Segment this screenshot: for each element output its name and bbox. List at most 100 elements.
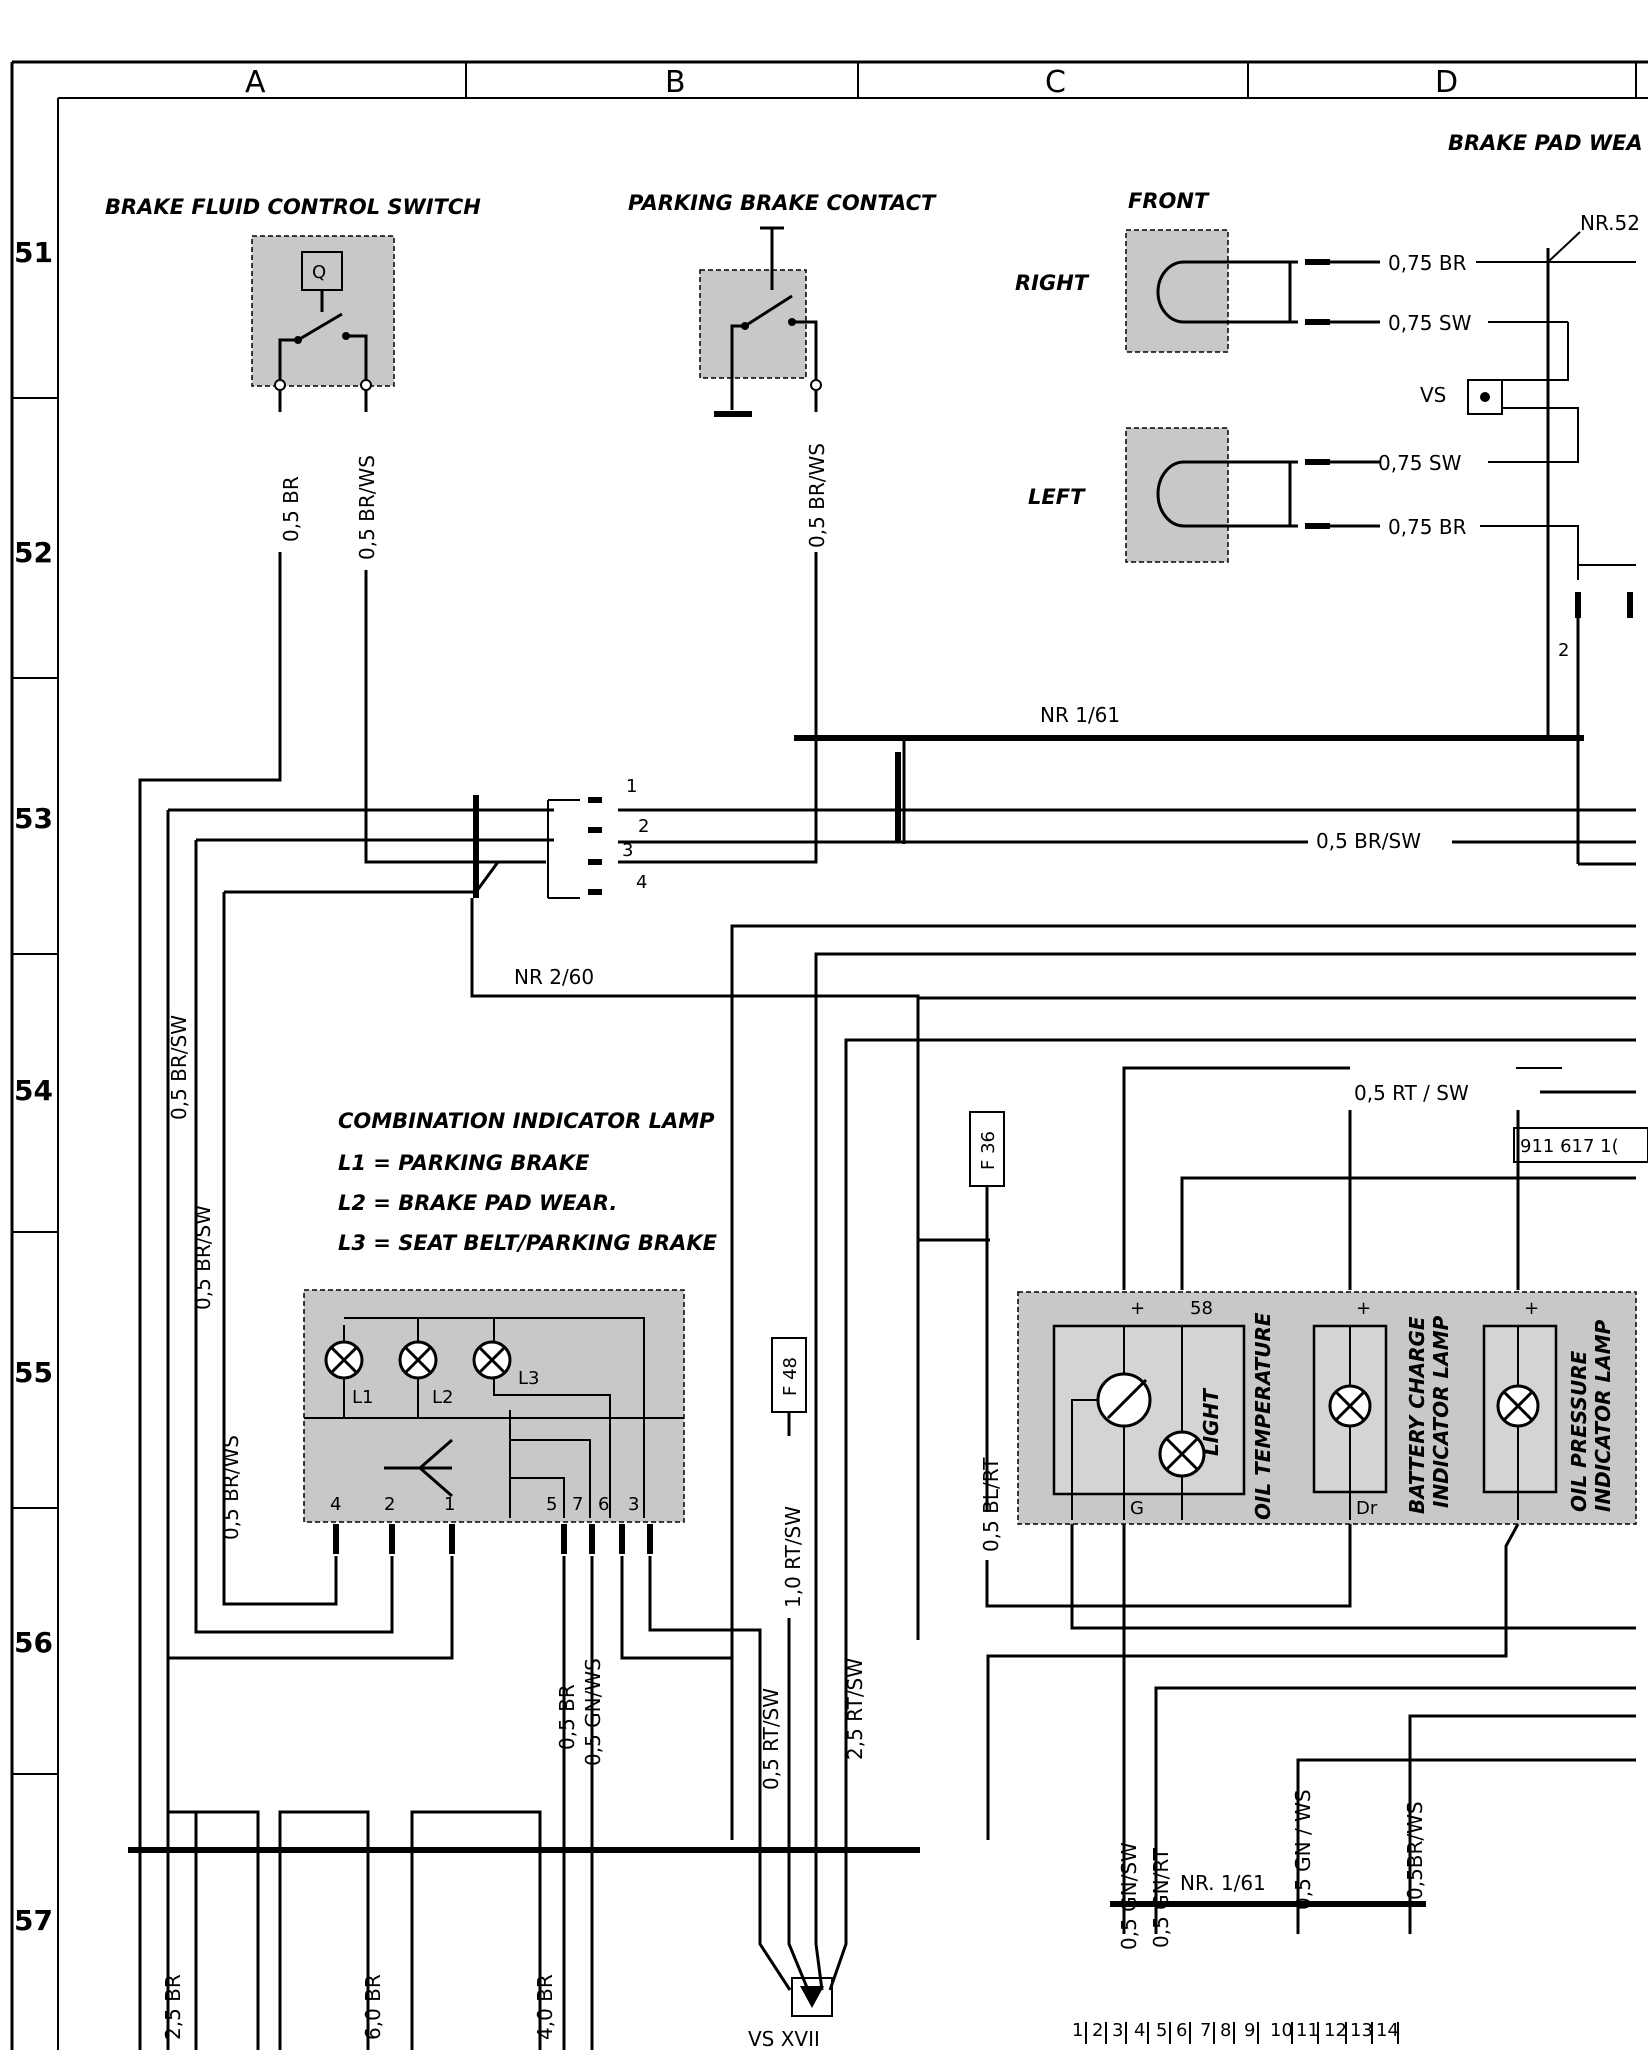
parking-brake-contact: [699, 226, 822, 417]
vs-xvii-label: VS XVII: [748, 2027, 820, 2050]
combo-l1-pin: L1: [352, 1387, 373, 1408]
battery-plus: +: [1356, 1298, 1371, 1319]
wire-075sw-left: 0,75 SW: [1378, 451, 1462, 475]
wire-05br-fluid: 0,5 BR: [279, 476, 303, 542]
left-label: LEFT: [1028, 485, 1086, 509]
wire-05brws-57: 0,5BR/WS: [1403, 1801, 1427, 1900]
conn-pin-1: 1: [626, 776, 637, 797]
pad-conn-pin-2: 2: [1558, 640, 1569, 661]
combination-indicator-lamp: [303, 1289, 685, 1523]
oil-temp-plus: +: [1130, 1298, 1145, 1319]
row-57: 57: [14, 1904, 53, 1937]
wire-075br-right: 0,75 BR: [1388, 251, 1467, 275]
combo-pin-7: 7: [572, 1494, 583, 1515]
combo-lamp-wires: [168, 1400, 762, 2050]
wire-075sw-right: 0,75 SW: [1388, 311, 1472, 335]
wire-05brsw-54: 0,5 BR/SW: [167, 1015, 191, 1120]
terminal-5: 5: [1156, 2020, 1167, 2041]
row-52: 52: [14, 536, 53, 569]
terminal-10: 10: [1270, 2020, 1293, 2041]
conn-pin-4: 4: [636, 872, 647, 893]
terminal-2: 2: [1092, 2020, 1103, 2041]
wire-05gnsw: 0,5 GN/SW: [1117, 1842, 1141, 1950]
row57-feeds: [166, 1810, 542, 2050]
oil-temperature-label: OIL TEMPERATURE: [1251, 1312, 1275, 1520]
terminal-6: 6: [1176, 2020, 1187, 2041]
wire-05brws-fluid: 0,5 BR/WS: [355, 455, 379, 560]
combo-pin-1: 1: [444, 1494, 455, 1515]
cluster-output-wires: [986, 1523, 1636, 1934]
combo-l3-pin: L3: [518, 1368, 539, 1389]
vs-label: VS: [1420, 383, 1446, 407]
combo-lamp-l2: L2 = BRAKE PAD WEAR.: [338, 1191, 617, 1215]
brake-circuit-wires: [138, 390, 1636, 2050]
terminal-3: 3: [1112, 2020, 1123, 2041]
pad-wear-wiring: [1467, 231, 1636, 864]
combo-pin-3: 3: [628, 1494, 639, 1515]
wire-60br: 6,0 BR: [361, 1974, 385, 2040]
pad-sensor-right: [1125, 229, 1380, 353]
row-54: 54: [14, 1074, 53, 1107]
wire-25rtsw: 2,5 RT/SW: [843, 1658, 867, 1760]
combo-pin-5: 5: [546, 1494, 557, 1515]
wire-10rtsw: 1,0 RT/SW: [781, 1506, 805, 1608]
right-label: RIGHT: [1015, 271, 1090, 295]
brake-pad-wear-label: BRAKE PAD WEA: [1448, 131, 1643, 155]
combo-l2-pin: L2: [432, 1387, 453, 1408]
row-56: 56: [14, 1626, 53, 1659]
terminal-1: 1: [1072, 2020, 1083, 2041]
front-label: FRONT: [1128, 189, 1210, 213]
combo-lamp-l1: L1 = PARKING BRAKE: [338, 1151, 590, 1175]
terminal-14: 14: [1376, 2020, 1399, 2041]
battery-dr: Dr: [1356, 1498, 1378, 1519]
light-58: 58: [1190, 1298, 1213, 1319]
combo-lamp-l3: L3 = SEAT BELT/PARKING BRAKE: [338, 1231, 718, 1255]
column-b: B: [665, 65, 686, 100]
terminal-13: 13: [1350, 2020, 1373, 2041]
wire-05blrt: 0,5 BL/RT: [979, 1457, 1003, 1552]
wire-25br: 2,5 BR: [161, 1974, 185, 2040]
wire-05gnws-57: 0,5 GN / WS: [1291, 1789, 1315, 1910]
row-53: 53: [14, 802, 53, 835]
column-d: D: [1435, 65, 1458, 100]
wire-05gnrt: 0,5 GN/RT: [1149, 1847, 1173, 1948]
nr161-label: NR 1/61: [1040, 703, 1120, 727]
drawing-frame: [10, 60, 1648, 2050]
battery-indicator-label: INDICATOR LAMP: [1429, 1315, 1453, 1508]
column-a: A: [245, 65, 266, 100]
combo-pin-6: 6: [598, 1494, 609, 1515]
brake-fluid-switch-label: BRAKE FLUID CONTROL SWITCH: [105, 195, 481, 219]
parking-brake-contact-label: PARKING BRAKE CONTACT: [628, 191, 937, 215]
wire-05rtsw-56: 0,5 RT/SW: [759, 1688, 783, 1790]
terminal-7: 7: [1200, 2020, 1211, 2041]
vs-xvii-connector: [758, 1840, 848, 2017]
battery-charge-label: BATTERY CHARGE: [1405, 1316, 1429, 1514]
wire-40br: 4,0 BR: [533, 1974, 557, 2040]
light-label: LIGHT: [1199, 1388, 1223, 1456]
nr260-label: NR 2/60: [514, 965, 594, 989]
row-55: 55: [14, 1356, 53, 1389]
wire-05gnws-56: 0,5 GN/WS: [581, 1658, 605, 1766]
nr52-label: NR.52: [1580, 211, 1640, 235]
oil-temp-g: G: [1130, 1498, 1144, 1519]
terminal-12: 12: [1324, 2020, 1347, 2041]
row54-wires: [730, 924, 1636, 1840]
oil-pressure-indicator-label: INDICATOR LAMP: [1591, 1319, 1615, 1512]
fuse-f48-label: F 48: [780, 1357, 801, 1396]
column-c: C: [1045, 65, 1066, 100]
row-51: 51: [14, 236, 53, 269]
oil-pressure-label: OIL PRESSURE: [1567, 1350, 1591, 1512]
fluid-switch-symbol: Q: [312, 262, 326, 283]
conn-pin-3: 3: [622, 840, 633, 861]
wire-05rtsw-54: 0,5 RT / SW: [1354, 1081, 1469, 1105]
terminal-9: 9: [1244, 2020, 1255, 2041]
instrument-cluster: [1017, 1291, 1637, 1525]
oil-pressure-plus: +: [1524, 1298, 1539, 1319]
combo-pin-4: 4: [330, 1494, 341, 1515]
combo-lamp-title: COMBINATION INDICATOR LAMP: [338, 1109, 715, 1133]
wire-05br-56: 0,5 BR: [555, 1684, 579, 1750]
terminal-8: 8: [1220, 2020, 1231, 2041]
